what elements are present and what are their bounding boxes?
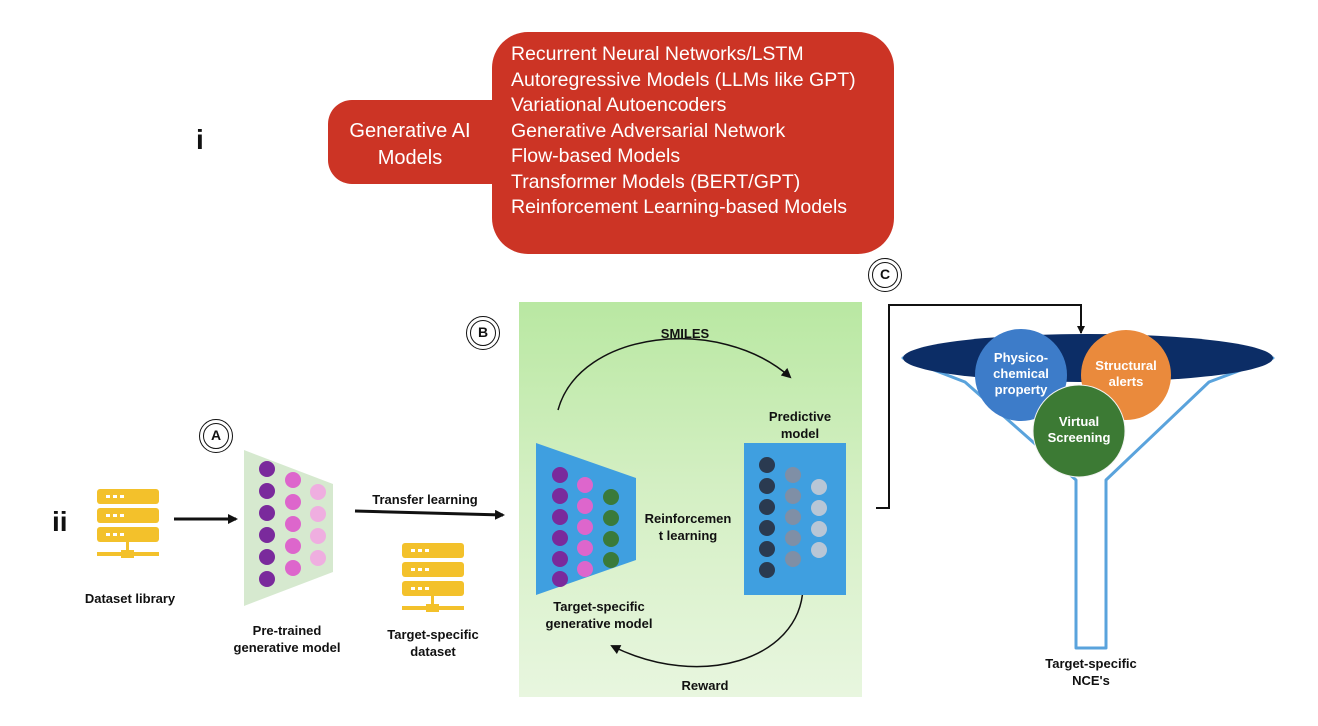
section-i-marker: i (196, 124, 204, 155)
generator-label: Target-specific generative model (545, 599, 653, 631)
pretrained-network-nodes (259, 461, 326, 587)
badge-b: B (466, 316, 500, 350)
model-item: Variational Autoencoders (511, 94, 727, 116)
transfer-learning-label: Transfer learning (372, 492, 478, 507)
rl-label-line2: t learning (658, 528, 718, 543)
physchem-label: Physico-chemical property (993, 350, 1049, 397)
smiles-arc (557, 338, 792, 411)
badge-c: C (868, 258, 902, 292)
pretrained-model-label: Pre-trained generative model (233, 623, 341, 655)
structural-label: Structural alerts (1095, 358, 1157, 389)
physchem-circle (975, 329, 1067, 421)
model-list: Recurrent Neural Networks/LSTM Autoregre… (511, 42, 856, 221)
rl-label-line1: Reinforcemen (644, 511, 732, 526)
output-nce-label: Target-specific NCE's (1045, 656, 1137, 688)
transfer-learning-arrow (354, 509, 505, 520)
virtual-screening-circle (1032, 384, 1126, 478)
smiles-label: SMILES (660, 326, 710, 341)
predictive-network-nodes (759, 457, 827, 578)
reward-label: Reward (681, 678, 729, 693)
model-item: Autoregressive Models (LLMs like GPT) (511, 68, 856, 91)
reward-arc (610, 587, 804, 668)
predictive-model-label: Predictive model (768, 409, 832, 441)
database-server-icon (402, 543, 464, 612)
dataset-library-label: Dataset library (84, 591, 176, 606)
generative-network-nodes (552, 467, 619, 587)
database-server-icon (97, 489, 159, 558)
model-item: Transformer Models (BERT/GPT) (511, 170, 801, 193)
badge-a: A (199, 419, 233, 453)
model-item: Flow-based Models (511, 145, 681, 167)
section-ii-marker: ii (52, 506, 68, 537)
model-item: Recurrent Neural Networks/LSTM (511, 43, 804, 65)
model-list-box (492, 32, 894, 254)
model-item: Reinforcement Learning-based Models (511, 196, 848, 218)
category-label: Generative AI Models (349, 120, 471, 169)
to-funnel-connector (876, 304, 1085, 509)
virtual-screening-label: Virtual Screening (1047, 414, 1111, 445)
target-dataset-label: Target-specific dataset (387, 627, 479, 659)
model-item: Generative Adversarial Network (511, 119, 786, 142)
